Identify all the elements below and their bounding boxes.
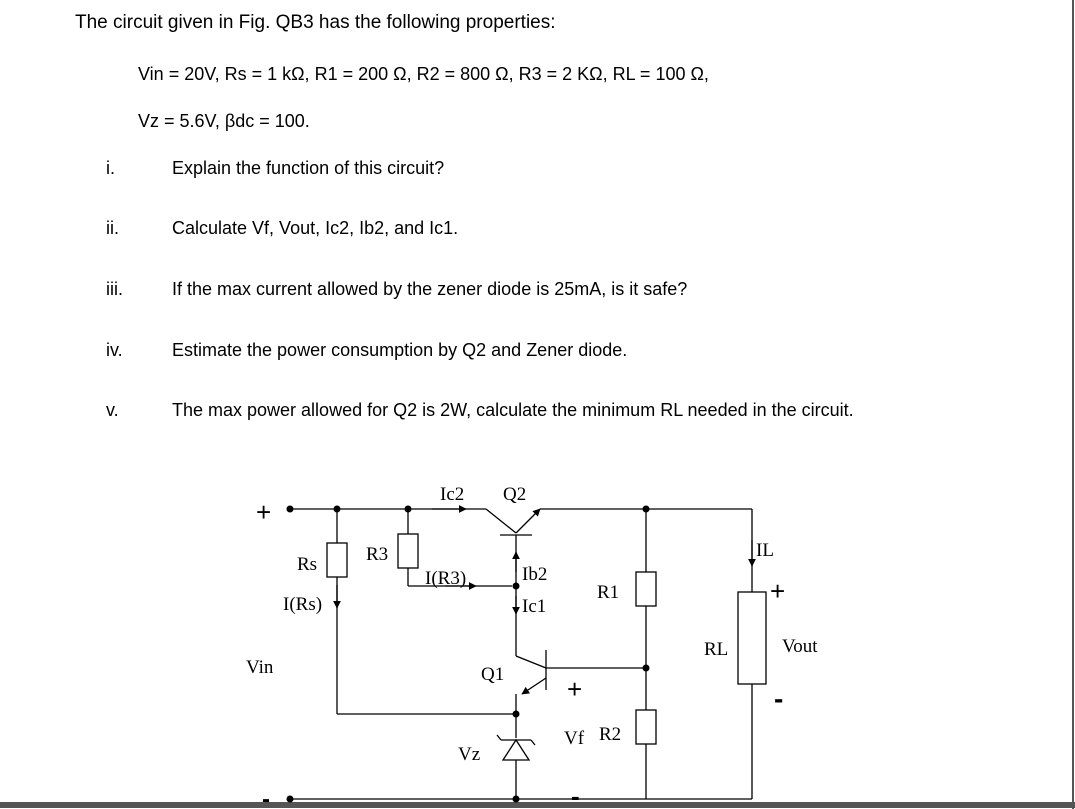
- question-item-number: iv.: [106, 340, 123, 360]
- label-ic2: Ic2: [440, 484, 464, 505]
- node-zener-top: [512, 710, 520, 718]
- label-irs: I(Rs): [283, 594, 322, 615]
- label-vin: Vin: [246, 657, 274, 678]
- label-plus-vf: +: [567, 674, 582, 704]
- zener-bar-tail-right: [530, 739, 536, 746]
- question-item-text: Explain the function of this circuit?: [172, 158, 445, 178]
- node-r3-top: [404, 505, 412, 513]
- label-minus-out: -: [774, 683, 783, 714]
- resistor-r3: [397, 533, 419, 569]
- question-item-number: ii.: [106, 218, 119, 238]
- label-plus-in: +: [256, 497, 271, 527]
- node-zener-ground: [512, 795, 520, 803]
- label-vf: Vf: [564, 728, 585, 749]
- label-rl: RL: [704, 639, 728, 660]
- label-q1: Q1: [481, 664, 504, 685]
- question-item-text: The max power allowed for Q2 is 2W, calc…: [172, 400, 854, 420]
- question-intro: The circuit given in Fig. QB3 has the fo…: [75, 12, 556, 33]
- question-item-number: i.: [106, 158, 115, 178]
- page-frame-bottom: [0, 802, 1075, 808]
- properties-line-2: Vz = 5.6V, βdc = 100.: [138, 111, 310, 131]
- node-q1-base: [642, 664, 650, 672]
- label-minus-in: -: [262, 786, 270, 809]
- question-item: i. Explain the function of this circuit?: [0, 158, 1060, 184]
- label-il: IL: [756, 540, 774, 561]
- question-item-text: If the max current allowed by the zener …: [172, 279, 688, 299]
- question-item-number: v.: [106, 400, 119, 420]
- label-r1: R1: [597, 582, 619, 603]
- label-ir3: I(R3): [425, 568, 466, 589]
- resistor-rl: [737, 591, 767, 685]
- question-item: iii. If the max current allowed by the z…: [0, 279, 1060, 305]
- label-r2: R2: [599, 724, 621, 745]
- terminal-vin-plus: [286, 505, 294, 513]
- question-item: iv. Estimate the power consumption by Q2…: [0, 340, 1060, 366]
- label-vout: Vout: [782, 636, 818, 657]
- question-item: ii. Calculate Vf, Vout, Ic2, Ib2, and Ic…: [0, 218, 1060, 244]
- node-q1-collector: [512, 582, 520, 590]
- zener-bar-tail-left: [496, 734, 502, 741]
- label-rs: Rs: [297, 554, 317, 575]
- question-item: v. The max power allowed for Q2 is 2W, c…: [0, 400, 1060, 426]
- node-rs-top: [333, 505, 341, 513]
- question-item-text: Calculate Vf, Vout, Ic2, Ib2, and Ic1.: [172, 218, 459, 238]
- properties-line-1: Vin = 20V, Rs = 1 kΩ, R1 = 200 Ω, R2 = 8…: [138, 64, 709, 84]
- zener-diode: [501, 738, 531, 761]
- resistor-r2: [635, 709, 657, 745]
- transistor-q1-emitter: [521, 677, 547, 695]
- question-item-text: Estimate the power consumption by Q2 and…: [172, 340, 628, 360]
- terminal-vin-minus: [286, 795, 294, 803]
- transistor-q2-emitter: [515, 508, 541, 534]
- question-item-number: iii.: [106, 279, 123, 299]
- circuit-diagram: + - Ic2 Q2 Rs R3 I(Rs) I(R3) Ib2 Ic1 R1 …: [246, 484, 818, 809]
- label-vz: Vz: [458, 744, 480, 765]
- label-ib2: Ib2: [522, 564, 547, 585]
- label-minus-vf: -: [571, 781, 580, 809]
- resistor-rs: [326, 542, 348, 578]
- label-r3: R3: [366, 544, 388, 565]
- node-r1-top: [642, 505, 650, 513]
- resistor-r1: [635, 571, 657, 607]
- label-plus-out: +: [770, 576, 785, 606]
- transistor-q1-collector: [515, 655, 547, 669]
- label-ic1: Ic1: [522, 596, 546, 617]
- page-frame-right: [1072, 0, 1074, 809]
- transistor-q2-collector: [485, 508, 517, 534]
- label-q2: Q2: [503, 484, 526, 505]
